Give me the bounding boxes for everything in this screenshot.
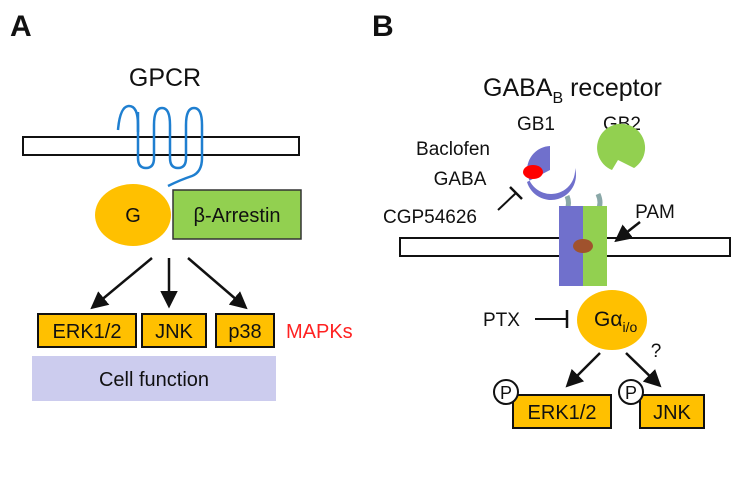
phospho-jnk-circle (618, 379, 644, 405)
phospho-jnk-label: P (625, 383, 637, 403)
mapks-label: MAPKs (286, 321, 353, 343)
baclofen-label: Baclofen (416, 139, 490, 160)
g-protein-label: G (125, 205, 141, 227)
arrow-to-jnk-b (625, 352, 662, 388)
gabab-title: GABAB receptor (483, 74, 662, 107)
galpha-protein (577, 290, 647, 350)
gpcr-helix (116, 104, 204, 188)
p38-label: p38 (228, 321, 261, 343)
arrow-to-erk (90, 257, 153, 310)
question-mark: ? (651, 341, 662, 362)
cell-function-label: Cell function (99, 369, 209, 391)
gb1-label: GB1 (517, 114, 555, 135)
arrow-to-p38 (187, 257, 248, 310)
erk-box-b (512, 394, 612, 429)
pam-arrow (614, 221, 641, 243)
gaba-label: GABA (434, 169, 487, 190)
phospho-erk-label: P (500, 383, 512, 403)
g-protein (95, 184, 171, 246)
ptx-label: PTX (483, 310, 520, 331)
erk-label-b: ERK1/2 (528, 402, 597, 424)
cgp-label: CGP54626 (383, 207, 477, 228)
cgp-inhibit-bar (509, 186, 523, 200)
jnk-box-a (141, 313, 207, 348)
erk-box-a (37, 313, 137, 348)
membrane-a (22, 136, 300, 156)
gpcr-title: GPCR (129, 64, 201, 92)
jnk-label-a: JNK (155, 321, 193, 343)
gb2-domain (597, 123, 646, 170)
p38-box (215, 313, 275, 348)
arrestin-label: β-Arrestin (193, 205, 280, 227)
phospho-erk-circle (493, 379, 519, 405)
cgp-inhibit-line (497, 192, 517, 211)
ligand-dot (523, 165, 543, 179)
erk-label-a: ERK1/2 (53, 321, 122, 343)
cell-function-box (32, 356, 276, 401)
galpha-label: Gαi/o (594, 308, 637, 335)
panel-b-letter: B (372, 10, 394, 43)
pam-label: PAM (635, 202, 675, 223)
jnk-label-b: JNK (653, 402, 691, 424)
gb1-domain-shape (527, 146, 576, 201)
arrow-to-erk-b (565, 352, 601, 388)
arrestin-box (172, 189, 302, 240)
jnk-box-b (639, 394, 705, 429)
pam-site (573, 239, 593, 253)
panel-a-letter: A (10, 10, 32, 43)
